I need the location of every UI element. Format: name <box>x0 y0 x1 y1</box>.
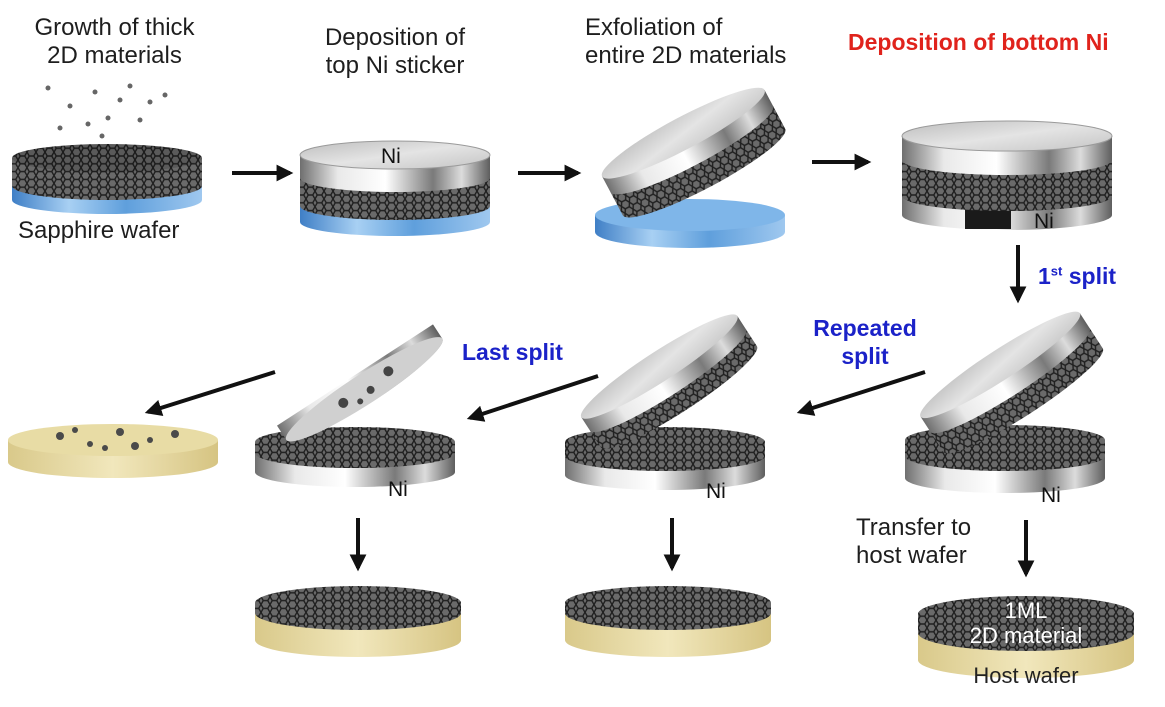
last-split-label: Last split <box>462 339 563 365</box>
step-deposition-top-label: Deposition of top Ni sticker <box>300 24 490 80</box>
residue-wafer <box>8 424 218 478</box>
repeated-split-label: Repeated split <box>800 314 930 370</box>
step-exfoliation-line2: entire 2D materials <box>585 42 787 69</box>
first-split-prefix: 1 <box>1038 263 1051 289</box>
sapphire-wafer-label: Sapphire wafer <box>18 217 180 244</box>
step-exfoliation-label: Exfoliation of entire 2D materials <box>585 14 786 70</box>
exfoliation-sample <box>595 87 786 248</box>
transfer-line1: Transfer to <box>856 514 972 541</box>
step-growth-line2: 2D materials <box>47 42 182 69</box>
ni-sticker-sample <box>299 140 491 236</box>
first-split-suffix: split <box>1062 263 1117 289</box>
arrow-to-residue <box>144 370 276 416</box>
first-split-sample <box>905 311 1105 493</box>
step-growth-line1: Growth of thick <box>34 14 195 41</box>
bottom-ni-sample <box>901 120 1113 230</box>
host-line1: 1ML <box>1004 598 1048 623</box>
ni-bottom-label: Ni <box>1034 210 1054 233</box>
precursor-dots <box>45 83 168 139</box>
host-wafer-monolayer-label: 1ML 2D material <box>926 598 1126 648</box>
transfer-label: Transfer to host wafer <box>856 514 971 570</box>
arrow-last-split <box>466 374 599 422</box>
step-exfoliation-line1: Exfoliation of <box>585 14 723 41</box>
growth-sample <box>12 83 202 214</box>
step-growth-label: Growth of thick 2D materials <box>12 14 217 70</box>
host-wafer-first <box>918 596 1134 678</box>
first-split-label: 1st split <box>1038 262 1116 290</box>
ni-repeated-label: Ni <box>706 480 726 503</box>
repeated-split-line1: Repeated <box>813 315 917 341</box>
arrow-repeated-split <box>796 370 926 416</box>
repeated-split-sample <box>565 314 765 490</box>
last-split-sample <box>255 324 455 487</box>
transfer-line2: host wafer <box>856 542 967 569</box>
ni-last-label: Ni <box>388 478 408 501</box>
step-deposition-top-line1: Deposition of <box>324 24 466 51</box>
host-wafer-last <box>255 586 461 657</box>
first-split-sup: st <box>1050 263 1063 279</box>
ni-first-split-label: Ni <box>1041 484 1061 507</box>
step-deposition-top-line2: top Ni sticker <box>325 52 465 79</box>
host-wafer-repeated <box>565 586 771 657</box>
flow-arrows <box>144 153 1035 578</box>
step-deposition-bottom-title: Deposition of bottom Ni <box>848 29 1109 55</box>
ni-top-label: Ni <box>381 145 401 168</box>
repeated-split-line2: split <box>841 343 889 369</box>
host-line2: 2D material <box>969 623 1083 648</box>
host-wafer-label: Host wafer <box>973 663 1079 688</box>
